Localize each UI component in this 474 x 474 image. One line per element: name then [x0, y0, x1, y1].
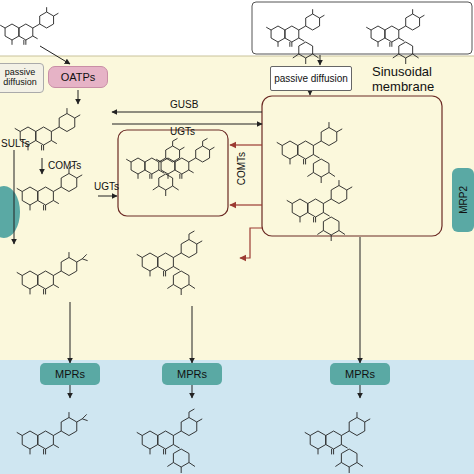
- efflux-transporter: [0, 186, 20, 238]
- membrane-label: Sinusoidal membrane: [372, 64, 472, 94]
- red-arrows: [230, 145, 262, 258]
- plasma-box: [252, 2, 472, 54]
- diffusion-box: passive diffusion: [0, 63, 44, 93]
- glucuronide-box: [262, 96, 442, 236]
- node-label: MRP2: [458, 186, 469, 214]
- node-label: OATPs: [61, 71, 96, 83]
- enzyme-label: UGTs: [94, 181, 119, 192]
- flavonoid-structure: [137, 409, 202, 473]
- flavonoid-structure: [277, 122, 342, 183]
- enzyme-label: GUSB: [170, 99, 198, 110]
- uptake-transporter: OATPs: [48, 66, 108, 88]
- arrows: [14, 46, 360, 398]
- flavonoid-structure: [17, 412, 88, 454]
- enzyme-label: COMTs: [236, 152, 247, 185]
- node-label: MPRs: [55, 368, 85, 380]
- efflux-transporter: MPRs: [162, 363, 222, 385]
- flavonoid-structure: [266, 9, 324, 64]
- efflux-transporter: MPRs: [40, 363, 100, 385]
- enzyme-label: UGTs: [170, 126, 195, 137]
- flavonoid-structure: [0, 7, 58, 45]
- flavonoid-structure: [366, 9, 424, 64]
- flavonoid-structure: [17, 252, 88, 294]
- bile-canaliculus: [0, 360, 474, 474]
- flavonoid-structure: [17, 165, 82, 210]
- flavonoid-structure: [156, 138, 214, 178]
- flavonoid-structure: [126, 138, 184, 196]
- enzyme-label: SULTs: [1, 138, 30, 149]
- flavonoid-structure: [287, 180, 352, 241]
- flavonoid-structure: [305, 412, 370, 473]
- flavonoid-structure: [137, 231, 202, 295]
- node-label: passive diffusion: [274, 73, 348, 84]
- efflux-transporter: MRP2: [452, 168, 474, 232]
- node-label: passive diffusion: [0, 68, 43, 88]
- node-label: MPRs: [177, 368, 207, 380]
- molecule-structures: [0, 7, 424, 473]
- enzyme-label: COMTs: [48, 160, 81, 171]
- diffusion-box: passive diffusion: [270, 66, 352, 91]
- methyl-glucuronide-box: [118, 130, 228, 216]
- node-label: MPRs: [345, 368, 375, 380]
- efflux-transporter: MPRs: [330, 363, 390, 385]
- hepatocyte: [0, 56, 474, 360]
